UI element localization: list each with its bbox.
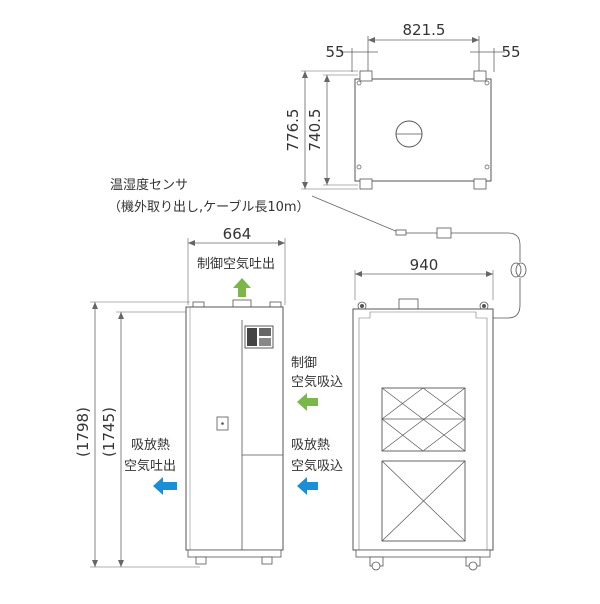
label-heat-in-1: 吸放熱	[291, 438, 330, 453]
sensor-group: 温湿度センサ （機外取り出し,ケーブル長10m）	[108, 177, 527, 319]
dim-front-width: 664	[223, 225, 252, 243]
cable-coil-1	[510, 262, 522, 278]
front-view: 664 制御空気吐出	[74, 225, 286, 568]
foot-br	[473, 178, 487, 190]
label-control-in-2: 空気吸込	[291, 374, 343, 390]
sensor-label-1: 温湿度センサ	[110, 177, 188, 193]
label-heat-out-1: 吸放熱	[131, 438, 170, 453]
cable-coil-2	[515, 262, 527, 278]
arrow-blue-in-icon	[297, 477, 318, 495]
dim-top-margin-right: 55	[501, 43, 520, 61]
foot-bl	[359, 178, 373, 190]
label-control-in-1: 制御	[291, 356, 317, 371]
label-heat-out-2: 空気吐出	[124, 458, 176, 474]
dim-top-width: 821.5	[403, 21, 446, 39]
top-view: 821.5 55 55	[284, 21, 521, 190]
sensor-connector	[436, 227, 452, 239]
side-view: 940	[352, 256, 494, 571]
sensor-leader-line	[311, 195, 399, 233]
arrow-green-in-icon	[297, 393, 318, 411]
dim-height-body: (1745)	[100, 407, 118, 457]
top-view-body	[354, 78, 492, 182]
arrow-green-icon	[233, 278, 251, 297]
front-wheel-left	[195, 556, 207, 565]
sensor-body	[395, 229, 407, 236]
dim-top-margin-left: 55	[325, 43, 344, 61]
sensor-label-2: （機外取り出し,ケーブル長10m）	[108, 199, 310, 215]
label-control-air-out: 制御空気吐出	[197, 256, 275, 272]
dim-depth-outer: 776.5	[284, 109, 302, 152]
dim-height-total: (1798)	[74, 407, 92, 457]
arrow-blue-out-icon	[153, 477, 177, 495]
foot-tl	[359, 70, 373, 82]
side-labels: 制御 空気吸込 吸放熱 空気吸込	[291, 356, 343, 495]
sensor-cable	[451, 232, 521, 262]
dim-side-width: 940	[410, 256, 439, 274]
foot-tr	[473, 70, 487, 82]
front-wheel-right	[261, 556, 273, 565]
dim-depth-inner: 740.5	[306, 109, 324, 152]
label-heat-in-2: 空気吸込	[291, 458, 343, 474]
